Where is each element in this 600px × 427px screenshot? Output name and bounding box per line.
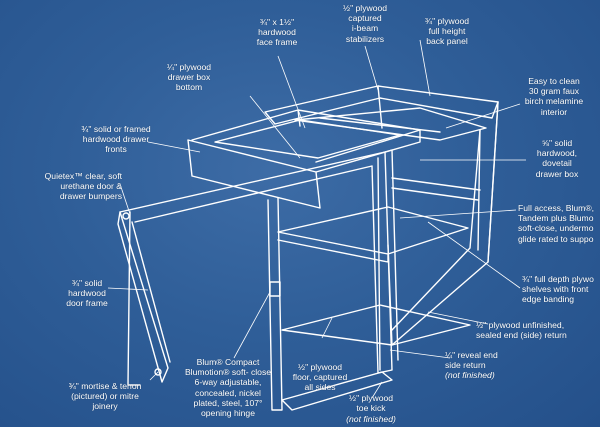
drawer-box bbox=[191, 109, 421, 173]
reveal-end-callout: ¼" reveal end side return bbox=[445, 350, 498, 371]
face-frame bbox=[119, 151, 393, 386]
cabinet-floor bbox=[281, 304, 471, 346]
side-panel bbox=[387, 101, 499, 346]
shelf bbox=[277, 206, 469, 263]
sealed-end-callout: ½" plywood unfinished, sealed end (side)… bbox=[476, 320, 567, 341]
mortise-joinery-callout: ¾" mortise & tenon (pictured) or mitre j… bbox=[68, 381, 142, 412]
toe-kick-note: (not finished) bbox=[346, 414, 396, 424]
glide-callout: Full access, Blum®, Tandem plus Blumo so… bbox=[518, 203, 595, 244]
drawer-bottom-callout: ¼" plywood drawer box bottom bbox=[166, 62, 212, 93]
ibeam-stabilizer-callout: ½" plywood captured i-beam stabilizers bbox=[342, 3, 388, 44]
drawer-fronts-callout: ¾" solid or framed hardwood drawer front… bbox=[81, 124, 151, 155]
hinge bbox=[269, 281, 281, 297]
door-frame-callout: ¾" solid hardwood door frame bbox=[66, 278, 108, 309]
bumper bbox=[122, 212, 130, 220]
toe-kick-callout: ½" plywood toe kick bbox=[348, 393, 394, 414]
floor-callout: ½" plywood floor, captured all sides bbox=[292, 362, 348, 393]
shelves-callout: ¾" full depth plywo shelves with front e… bbox=[522, 274, 594, 305]
toe-kick bbox=[281, 371, 393, 411]
hinge-callout: Blum® Compact Blumotion® soft- close 6-w… bbox=[184, 357, 272, 419]
melamine-interior-callout: Easy to clean 30 gram faux birch melamin… bbox=[524, 76, 584, 117]
reveal-end-note: (not finished) bbox=[445, 370, 495, 380]
drawer-front bbox=[187, 139, 321, 209]
drawer-bottom bbox=[214, 119, 401, 159]
face-frame-callout: ¾" x 1½" hardwood face frame bbox=[256, 17, 298, 48]
door-frame bbox=[117, 211, 171, 383]
drawer-box-callout: ⅝" solid hardwood, dovetail drawer box bbox=[535, 138, 579, 179]
bumpers-callout: Quietex™ clear, soft urethane door & dra… bbox=[44, 171, 122, 202]
back-panel bbox=[377, 85, 499, 263]
back-panel-callout: ¾" plywood full height back panel bbox=[424, 16, 470, 47]
